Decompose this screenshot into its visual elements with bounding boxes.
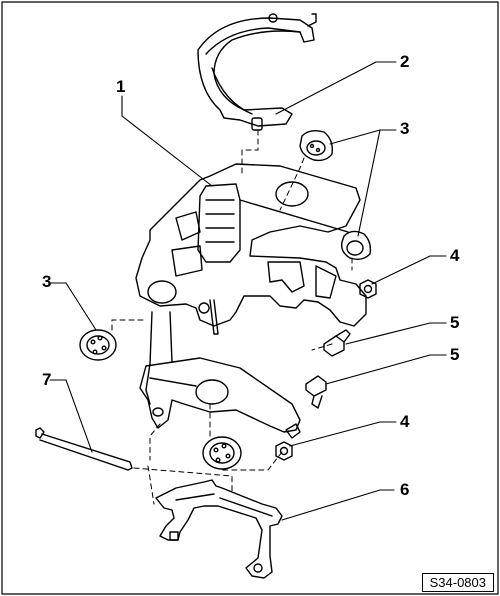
fork-bracket-part-6 — [155, 479, 283, 579]
long-bolt-part-7 — [35, 427, 133, 471]
callout-4-lower: 4 — [400, 412, 410, 431]
callout-5-lower: 5 — [450, 345, 460, 364]
grommet-part-3-top — [299, 129, 334, 162]
figure-code: S34-0803 — [421, 573, 494, 592]
grommet-part-3-right — [340, 230, 372, 261]
callout-6: 6 — [400, 480, 410, 499]
selector-housing-part-1 — [135, 163, 367, 405]
callout-3-left: 3 — [42, 272, 52, 291]
nut-part-4-upper — [359, 279, 377, 299]
leader-lines — [49, 61, 447, 521]
callout-1: 1 — [116, 77, 126, 96]
lower-plate — [139, 357, 301, 433]
cable-guide-part-2 — [197, 13, 317, 131]
stud-pin — [285, 423, 301, 439]
grommet-part-3-bottom — [202, 436, 242, 470]
grommet-part-3-left — [79, 329, 117, 361]
bolt-part-5-upper — [323, 329, 351, 357]
callout-4-upper: 4 — [450, 246, 460, 265]
bolt-part-5-lower — [305, 375, 327, 409]
callout-3-top: 3 — [400, 119, 410, 138]
callout-5-upper: 5 — [450, 313, 460, 332]
nut-part-4-lower — [275, 441, 293, 461]
callout-2: 2 — [400, 52, 410, 71]
alignment-lines — [111, 129, 353, 505]
callout-7: 7 — [42, 370, 52, 389]
